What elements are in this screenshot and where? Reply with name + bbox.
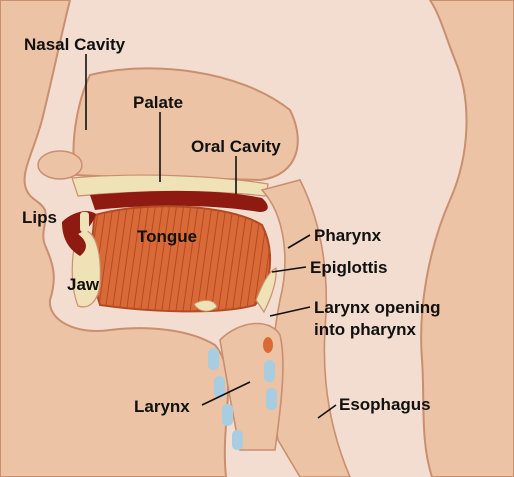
nostril (38, 151, 82, 179)
cartilage-ring (232, 430, 243, 450)
label-larynx-opening-line1: Larynx opening (314, 298, 441, 317)
label-palate: Palate (133, 93, 183, 112)
label-larynx: Larynx (134, 397, 190, 416)
cartilage-ring (208, 348, 219, 370)
cartilage-ring (222, 404, 233, 426)
label-tongue: Tongue (137, 227, 197, 246)
vocal-fold (263, 337, 273, 353)
label-larynx-opening-line2: into pharynx (314, 320, 417, 339)
label-nasal-cavity: Nasal Cavity (24, 35, 126, 54)
label-epiglottis: Epiglottis (310, 258, 387, 277)
label-jaw: Jaw (67, 275, 100, 294)
label-lips: Lips (22, 208, 57, 227)
upper-teeth (80, 212, 89, 232)
label-oral-cavity: Oral Cavity (191, 137, 281, 156)
cartilage-ring (266, 388, 277, 410)
label-esophagus: Esophagus (339, 395, 431, 414)
tongue-shape (92, 206, 270, 311)
label-pharynx: Pharynx (314, 226, 382, 245)
cartilage-ring (264, 360, 275, 382)
